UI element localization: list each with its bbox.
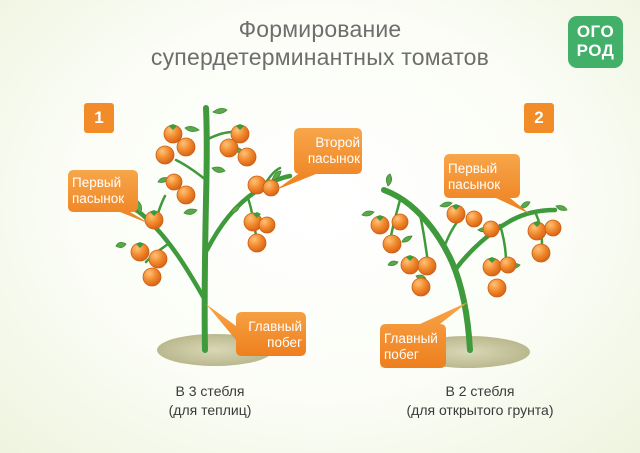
callout-p1-main-shoot [206,304,306,356]
panel-1-number-badge: 1 [84,103,114,133]
panel-1-main-shoot-label: Главный побег [248,319,302,350]
panel-2-caption-line-1: В 2 стебля [445,383,515,399]
panel-2-number-badge: 2 [524,103,554,133]
panel-1-caption-line-1: В 3 стебля [175,383,245,399]
plant-1-sepals [136,124,261,248]
callouts [68,128,530,368]
callout-p2-first-shoot [444,154,530,214]
title-line-1: Формирование [238,16,402,42]
brand-logo[interactable]: ОГО РОД [568,16,623,68]
title-line-2: супердетерминантных томатов [150,44,490,70]
callout-p1-second-shoot [276,128,362,190]
panel-1-caption-line-2: (для теплиц) [168,402,252,418]
panel-1-second-shoot-label: Второй пасынок [307,135,360,166]
panel-2-first-shoot-label: Первый пасынок [448,161,501,192]
callout-p1-first-shoot [68,170,150,224]
panel-1-first-shoot-label: Первый пасынок [72,175,125,206]
panel-2-caption: В 2 стебля (для открытого грунта) [380,382,580,420]
callout-p2-main-shoot [380,302,468,368]
plant-2-fruits [370,204,562,298]
logo-text-line-1: ОГО [576,22,615,41]
panel-1-caption: В 3 стебля (для теплиц) [130,382,290,420]
panel-2-main-shoot-label: Главный побег [384,331,438,362]
panel-2-caption-line-2: (для открытого грунта) [406,402,554,418]
logo-text-line-2: РОД [576,41,615,60]
plant-2-sepals [376,204,541,263]
